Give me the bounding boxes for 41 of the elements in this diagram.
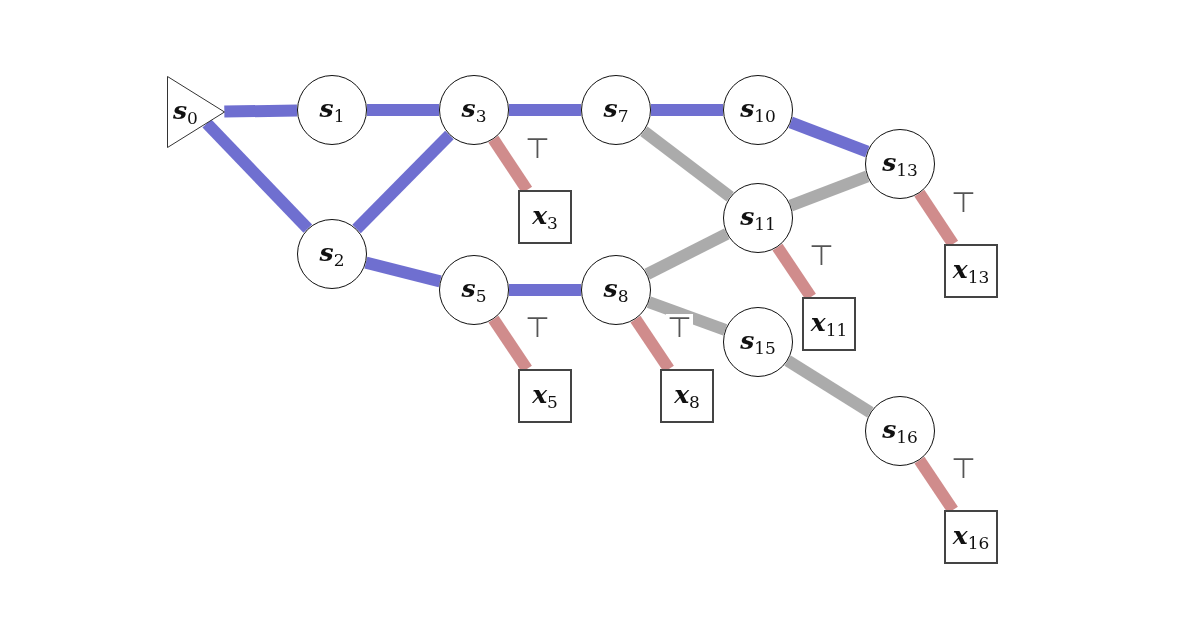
node-label: x$_{5}$ <box>532 381 558 411</box>
connector-line <box>202 119 313 233</box>
node-label: x$_{11}$ <box>810 309 848 339</box>
node-label: s$_{11}$ <box>740 203 776 233</box>
connector-line <box>646 296 728 336</box>
node-label: s$_{2}$ <box>319 239 345 269</box>
node-label: s$_{10}$ <box>740 95 776 125</box>
node-label: s$_{0}$ <box>173 97 198 127</box>
node-label: s$_{5}$ <box>461 275 487 305</box>
node-label: s$_{1}$ <box>319 95 345 125</box>
connector-line <box>364 256 442 288</box>
node-label: s$_{13}$ <box>882 149 918 179</box>
connector-line <box>788 170 870 212</box>
connector-line <box>784 355 874 418</box>
node-label: s$_{8}$ <box>603 275 629 305</box>
triangle-node <box>167 76 225 148</box>
square-node <box>802 297 856 351</box>
connector-line <box>367 104 439 116</box>
connector-line <box>788 116 870 158</box>
node-label: x$_{13}$ <box>952 256 990 286</box>
connector-line <box>352 130 454 234</box>
connector-line <box>644 228 730 280</box>
node-label: s$_{16}$ <box>882 416 918 446</box>
node-label: s$_{3}$ <box>461 95 487 125</box>
connector-line <box>640 126 734 202</box>
state-circle <box>723 183 793 253</box>
square-node <box>518 369 572 423</box>
connector-line <box>509 104 581 116</box>
square-node <box>660 369 714 423</box>
node-label: s$_{7}$ <box>603 95 629 125</box>
connector-line <box>509 284 581 296</box>
square-node <box>944 244 998 298</box>
connector-line <box>651 104 723 116</box>
node-label: x$_{16}$ <box>952 522 990 552</box>
square-node <box>944 510 998 564</box>
node-label: x$_{8}$ <box>674 381 700 411</box>
node-label: s$_{15}$ <box>740 327 776 357</box>
state-circle <box>297 219 367 289</box>
node-label: x$_{3}$ <box>532 202 558 232</box>
square-node <box>518 190 572 244</box>
connector-line <box>224 104 298 118</box>
